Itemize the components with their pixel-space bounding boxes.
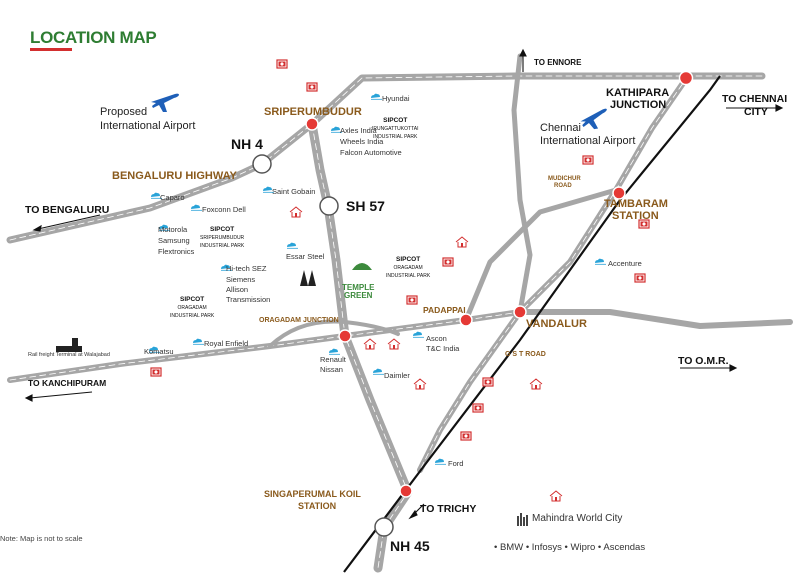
- company-foxconn-dell: Foxconn Dell: [202, 205, 246, 214]
- junction-padappai: [459, 313, 473, 327]
- tambaram-label-2: STATION: [612, 210, 659, 222]
- company-accenture: Accenture: [608, 259, 642, 268]
- landmark-icons: [56, 263, 528, 526]
- airplane-icon: [579, 108, 610, 132]
- road-omr: [517, 309, 793, 329]
- oragadam-junction-label: ORAGADAM JUNCTION: [259, 317, 339, 324]
- junction-oragadam: [338, 329, 352, 343]
- company-essar-steel: Essar Steel: [286, 252, 325, 261]
- to-kanchipuram-label: TO KANCHIPURAM: [28, 378, 107, 388]
- junction-kathipara: [678, 70, 694, 86]
- nh45-label: NH 45: [390, 538, 430, 554]
- junction-sriperumbudur: [305, 117, 319, 131]
- singaperumal-label-1: SINGAPERUMAL KOIL: [264, 489, 361, 499]
- direction-arrows: [24, 48, 784, 520]
- to-chennai-label-1: TO CHENNAI: [722, 93, 788, 105]
- kathipara-label-2: JUNCTION: [610, 99, 667, 111]
- chennai-airport-label-2: International Airport: [540, 135, 636, 147]
- company-royal-enfield: Royal Enfield: [204, 339, 249, 348]
- zone-oragadam-2: SIPCOT ORAGADAM INDUSTRIAL PARK: [386, 256, 431, 279]
- company-samsung: Samsung: [158, 236, 190, 245]
- vandalur-label: VANDALUR: [526, 318, 587, 330]
- proposed-airport-label-1: Proposed: [100, 106, 148, 118]
- proposed-airport-label-2: International Airport: [100, 120, 196, 132]
- junction-singaperumal: [399, 484, 413, 498]
- bengaluru-highway-label: BENGALURU HIGHWAY: [112, 170, 237, 182]
- company-flextronics: Flextronics: [158, 247, 195, 256]
- company-wheels-india: Wheels India: [340, 137, 384, 146]
- mahindra-city-icon: [517, 513, 528, 526]
- company-axles-india: Axles India: [340, 126, 377, 135]
- company-ascon-1: Ascon: [426, 334, 447, 343]
- nh45-marker: [374, 517, 394, 537]
- zone-oragadam: SIPCOT ORAGADAM INDUSTRIAL PARK: [170, 296, 215, 319]
- airplane-icon: [151, 93, 179, 112]
- company-siemens: Siemens: [226, 275, 256, 284]
- singaperumal-label-2: STATION: [298, 501, 337, 511]
- scale-note: Note: Map is not to scale: [0, 534, 83, 543]
- railway: [343, 75, 721, 573]
- industrial-zone-icon: [300, 270, 316, 286]
- mudichur-label-1: MUDICHUR: [548, 176, 581, 182]
- road-markers: [252, 154, 394, 537]
- mudichur-label-2: ROAD: [554, 183, 572, 189]
- company-saint-gobain: Saint Gobain: [272, 187, 316, 196]
- temple-green-icon: [352, 263, 372, 270]
- company-allison-1: Allison: [226, 285, 249, 294]
- to-chennai-label-2: CITY: [744, 106, 768, 118]
- company-komatsu: Komatsu: [144, 347, 174, 356]
- company-renault-1: Renault: [320, 355, 346, 364]
- company-ascon-2: T&C India: [426, 344, 460, 353]
- sriperumbudur-label: SRIPERUMBUDUR: [264, 106, 362, 118]
- company-renault-2: Nissan: [320, 365, 343, 374]
- to-omr-label: TO O.M.R.: [678, 355, 729, 367]
- kathipara-label-1: KATHIPARA: [606, 87, 670, 99]
- rail-freight-label: Rail freight Terminal at Walajabad: [28, 352, 110, 358]
- chennai-airport-label-1: Chennai: [540, 122, 581, 134]
- temple-green-label: TEMPLE GREEN: [342, 283, 375, 300]
- to-trichy-label: TO TRICHY: [420, 503, 477, 515]
- company-hitech-sez: Hi-tech SEZ: [226, 264, 267, 273]
- mahindra-world-city-label: Mahindra World City: [532, 513, 623, 524]
- to-bengaluru-label: TO BENGALURU: [25, 204, 110, 216]
- road-mudichur: [463, 187, 619, 323]
- company-falcon: Falcon Automotive: [340, 148, 402, 157]
- tambaram-label-1: TAMBARAM: [604, 198, 668, 210]
- junctions: [305, 70, 694, 498]
- gst-road-label: G S T ROAD: [505, 351, 546, 358]
- company-motorola: Motorola: [158, 225, 188, 234]
- nh4-marker: [252, 154, 272, 174]
- padappai-label: PADAPPAI: [423, 305, 466, 315]
- company-ford: Ford: [448, 459, 464, 468]
- road-oragadam-loop: [268, 319, 400, 348]
- sh57-label: SH 57: [346, 198, 385, 214]
- company-caparo: Caparo: [160, 193, 185, 202]
- nh4-label: NH 4: [231, 136, 263, 152]
- company-hyundai: Hyundai: [382, 94, 410, 103]
- junction-vandalur: [513, 305, 527, 319]
- road-ennore: [511, 53, 533, 315]
- company-allison-2: Transmission: [226, 295, 271, 304]
- zone-sriperumbudur: SIPCOT SRIPERUMBUDUR INDUSTRIAL PARK: [200, 226, 245, 249]
- train-icon: [56, 338, 82, 352]
- junction-tambaram: [612, 186, 626, 200]
- page-title: LOCATION MAP: [30, 28, 157, 47]
- sh57-marker: [319, 196, 339, 216]
- company-daimler: Daimler: [384, 371, 410, 380]
- title-underline: [30, 48, 72, 51]
- mahindra-tenants-list: • BMW • Infosys • Wipro • Ascendas: [494, 542, 646, 553]
- zone-irungattukottai: SIPCOT IRUNGATTUKOTTAI INDUSTRIAL PARK: [372, 117, 419, 140]
- to-ennore-label: TO ENNORE: [534, 58, 582, 67]
